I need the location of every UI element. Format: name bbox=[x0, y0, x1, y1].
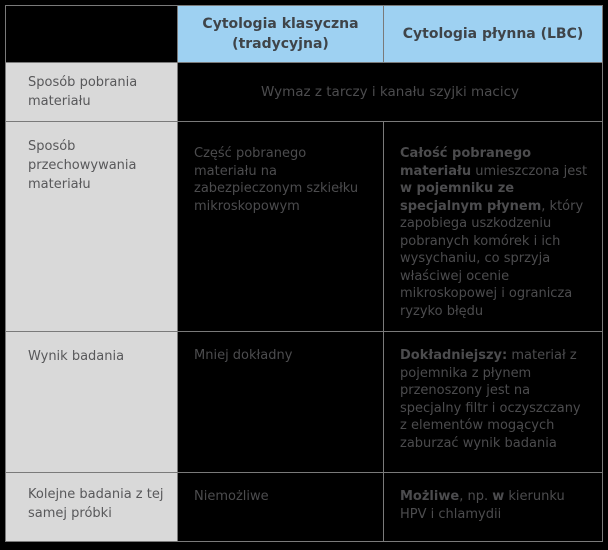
cell-lbc-kolejne: Możliwe, np. w kierunku HPV i chlamydii bbox=[384, 473, 602, 541]
row-label-wynik-badania: Wynik badania bbox=[6, 332, 177, 472]
column-header-classic: Cytologia klasyczna (tradycyjna) bbox=[178, 6, 383, 62]
row-label-przechowywanie: Sposób przechowywania materiału bbox=[6, 122, 177, 331]
column-header-lbc: Cytologia płynna (LBC) bbox=[384, 6, 602, 62]
row-label-sposob-pobrania: Sposób pobrania materiału bbox=[6, 63, 177, 121]
cell-lbc-wynik: Dokładniejszy: materiał z pojemnika z pł… bbox=[384, 332, 602, 472]
cell-merged-wymaz: Wymaz z tarczy i kanału szyjki macicy bbox=[178, 63, 602, 121]
cell-classic-kolejne: Niemożliwe bbox=[178, 473, 383, 541]
comparison-table: Cytologia klasyczna (tradycyjna) Cytolog… bbox=[5, 5, 603, 542]
corner-cell bbox=[6, 6, 177, 62]
cell-lbc-przechowywanie: Całość pobranego materiału umieszczona j… bbox=[384, 122, 602, 331]
cell-classic-wynik: Mniej dokładny bbox=[178, 332, 383, 472]
row-label-kolejne-badania: Kolejne badania z tej samej próbki bbox=[6, 473, 177, 541]
cell-classic-przechowywanie: Część pobranego materiału na zabezpieczo… bbox=[178, 122, 383, 331]
